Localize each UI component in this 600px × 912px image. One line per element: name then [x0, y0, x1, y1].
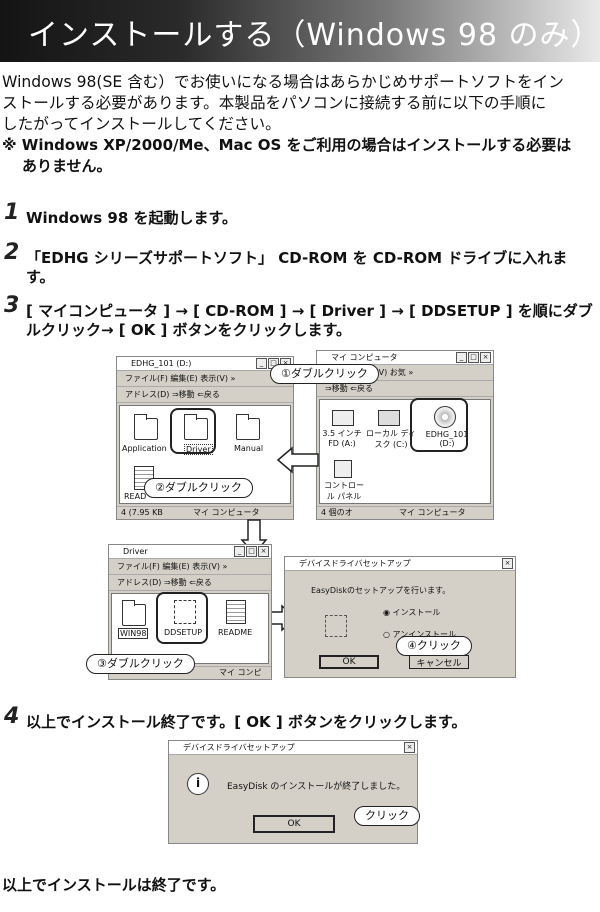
minimize-icon[interactable]: _ [256, 358, 267, 369]
intro-line-3: したがってインストールしてください。 [2, 115, 281, 133]
document-icon[interactable] [226, 600, 246, 624]
close-icon[interactable]: × [502, 558, 513, 569]
info-icon: i [187, 773, 209, 795]
intro-line-1: Windows 98(SE 含む）でお使いになる場合はあらかじめサポートソフトを… [2, 73, 564, 91]
folder-win98-label[interactable]: WIN98 [118, 628, 149, 639]
step-3-number: 3 [4, 293, 20, 318]
callout-step-2: ②ダブルクリック [144, 478, 253, 498]
ddsetup-label[interactable]: DDSETUP [164, 628, 203, 637]
close-icon[interactable]: × [258, 546, 269, 557]
done-ok-button[interactable]: OK [253, 815, 335, 833]
mycomputer-status-count: 4 個のオ [321, 508, 353, 517]
highlight-circle [156, 592, 208, 644]
step-1-text: Windows 98 を起動します。 [26, 209, 238, 227]
folder-application-label[interactable]: Application [122, 444, 167, 453]
close-icon[interactable]: × [404, 742, 415, 753]
edhg-menubar[interactable]: ファイル(F) 編集(E) 表示(V) » [117, 371, 293, 387]
edhg-window: EDHG_101 (D:) _□× ファイル(F) 編集(E) 表示(V) » … [116, 356, 294, 520]
floppy-drive-icon[interactable] [332, 410, 354, 426]
callout-step-5: クリック [354, 806, 420, 826]
edhg-status-location: マイ コンピュータ [193, 508, 260, 517]
driver-toolbar[interactable]: アドレス(D) ⇒移動 ⇐戻る [109, 575, 271, 591]
floppy-drive-label[interactable]: 3.5 インチ FD (A:) [322, 429, 362, 448]
mycomputer-title: マイ コンピュータ [331, 353, 398, 362]
callout-step-4: ④クリック [396, 636, 472, 656]
minimize-icon[interactable]: _ [456, 352, 467, 363]
radio-selected-icon[interactable]: ◉ [383, 608, 393, 617]
arrow-left-icon [276, 446, 319, 474]
mycomputer-titlebar: マイ コンピュータ _□× [317, 351, 493, 365]
step-1-number: 1 [4, 200, 20, 225]
mycomputer-status-location: マイ コンピュータ [399, 508, 466, 517]
option-uninstall-label[interactable]: アンインストール [392, 630, 457, 639]
setup-icon [325, 615, 347, 637]
step-2-text-cont: す。 [26, 268, 55, 286]
driver-status-location: マイ コンピ [219, 668, 262, 677]
option-install-label[interactable]: インストール [392, 608, 441, 617]
edhg-toolbar[interactable]: アドレス(D) ⇒移動 ⇐戻る [117, 387, 293, 403]
setup-title: デバイスドライバセットアップ [299, 559, 411, 568]
folder-icon[interactable] [184, 414, 208, 440]
option-uninstall[interactable]: ○ アンインストール [383, 629, 456, 640]
done-title: デバイスドライバセットアップ [183, 743, 295, 752]
page-title: インストールする（Windows 98 のみ） [28, 18, 600, 53]
cdrom-icon[interactable] [434, 406, 456, 428]
cancel-button[interactable]: キャンセル [409, 655, 469, 669]
closing-text: 以上でインストールは終了です。 [2, 876, 226, 894]
edhg-title: EDHG_101 (D:) [131, 359, 192, 368]
step-3-text: [ マイコンピュータ ] → [ CD-ROM ] → [ Driver ] →… [26, 302, 593, 320]
highlight-circle [410, 398, 468, 452]
maximize-icon[interactable]: □ [468, 352, 479, 363]
setup-icon[interactable] [174, 600, 196, 624]
callout-step-1: ①ダブルクリック [270, 364, 379, 384]
setup-titlebar: デバイスドライバセットアップ × [285, 557, 515, 571]
done-dialog: デバイスドライバセットアップ × i EasyDisk のインストールが終了しま… [168, 740, 418, 844]
edhg-titlebar: EDHG_101 (D:) _□× [117, 357, 293, 371]
setup-dialog: デバイスドライバセットアップ × EasyDiskのセットアップを行います。 ◉… [284, 556, 516, 678]
readme-label[interactable]: README [218, 628, 253, 637]
control-panel-icon[interactable] [334, 460, 352, 478]
highlight-circle [170, 408, 216, 454]
step-2-number: 2 [4, 240, 20, 265]
folder-icon[interactable] [122, 600, 146, 626]
intro-note-2: ありません。 [22, 157, 112, 175]
ok-button[interactable]: OK [319, 655, 379, 669]
driver-title: Driver [123, 547, 148, 556]
control-panel-label[interactable]: コントロール パネル [324, 481, 364, 501]
step-4-text: 以上でインストール終了です。[ OK ] ボタンをクリックします。 [26, 713, 467, 731]
option-install[interactable]: ◉ インストール [383, 607, 440, 618]
folder-icon[interactable] [134, 414, 158, 440]
local-disk-label[interactable]: ローカル ディスク (C:) [366, 429, 416, 449]
maximize-icon[interactable]: □ [246, 546, 257, 557]
step-3-text-cont: ルクリック→ [ OK ] ボタンをクリックします。 [26, 321, 352, 339]
close-icon[interactable]: × [480, 352, 491, 363]
intro-note-1: ※ Windows XP/2000/Me、Mac OS をご利用の場合はインスト… [2, 136, 572, 154]
hard-disk-icon[interactable] [378, 410, 400, 426]
step-2-text: 「EDHG シリーズサポートソフト」 CD-ROM を CD-ROM ドライブに… [26, 249, 568, 267]
driver-titlebar: Driver _□× [109, 545, 271, 559]
mycomputer-toolbar[interactable]: ⇒移動 ⇐戻る [317, 381, 493, 397]
readme-label[interactable]: READ [124, 492, 147, 501]
edhg-statusbar: 4 (7.95 KB マイ コンピュータ [117, 506, 293, 519]
done-message: EasyDisk のインストールが終了しました。 [227, 782, 406, 792]
folder-manual-label[interactable]: Manual [234, 444, 264, 453]
edhg-status-size: 4 (7.95 KB [121, 508, 163, 517]
callout-step-3: ③ダブルクリック [86, 654, 195, 674]
intro-line-2: ストールする必要があります。本製品をパソコンに接続する前に以下の手順に [2, 94, 547, 112]
mycomputer-statusbar: 4 個のオ マイ コンピュータ [317, 506, 493, 519]
minimize-icon[interactable]: _ [234, 546, 245, 557]
folder-icon[interactable] [236, 414, 260, 440]
setup-message: EasyDiskのセットアップを行います。 [311, 586, 451, 595]
driver-content: WIN98 DDSETUP README [111, 593, 269, 664]
step-4-number: 4 [4, 704, 20, 729]
driver-menubar[interactable]: ファイル(F) 編集(E) 表示(V) » [109, 559, 271, 575]
radio-icon[interactable]: ○ [383, 630, 393, 639]
header-banner: インストールする（Windows 98 のみ） [0, 0, 600, 62]
done-titlebar: デバイスドライバセットアップ × [169, 741, 417, 755]
cdrom-label[interactable]: EDHG_101 (D:) [425, 430, 469, 448]
